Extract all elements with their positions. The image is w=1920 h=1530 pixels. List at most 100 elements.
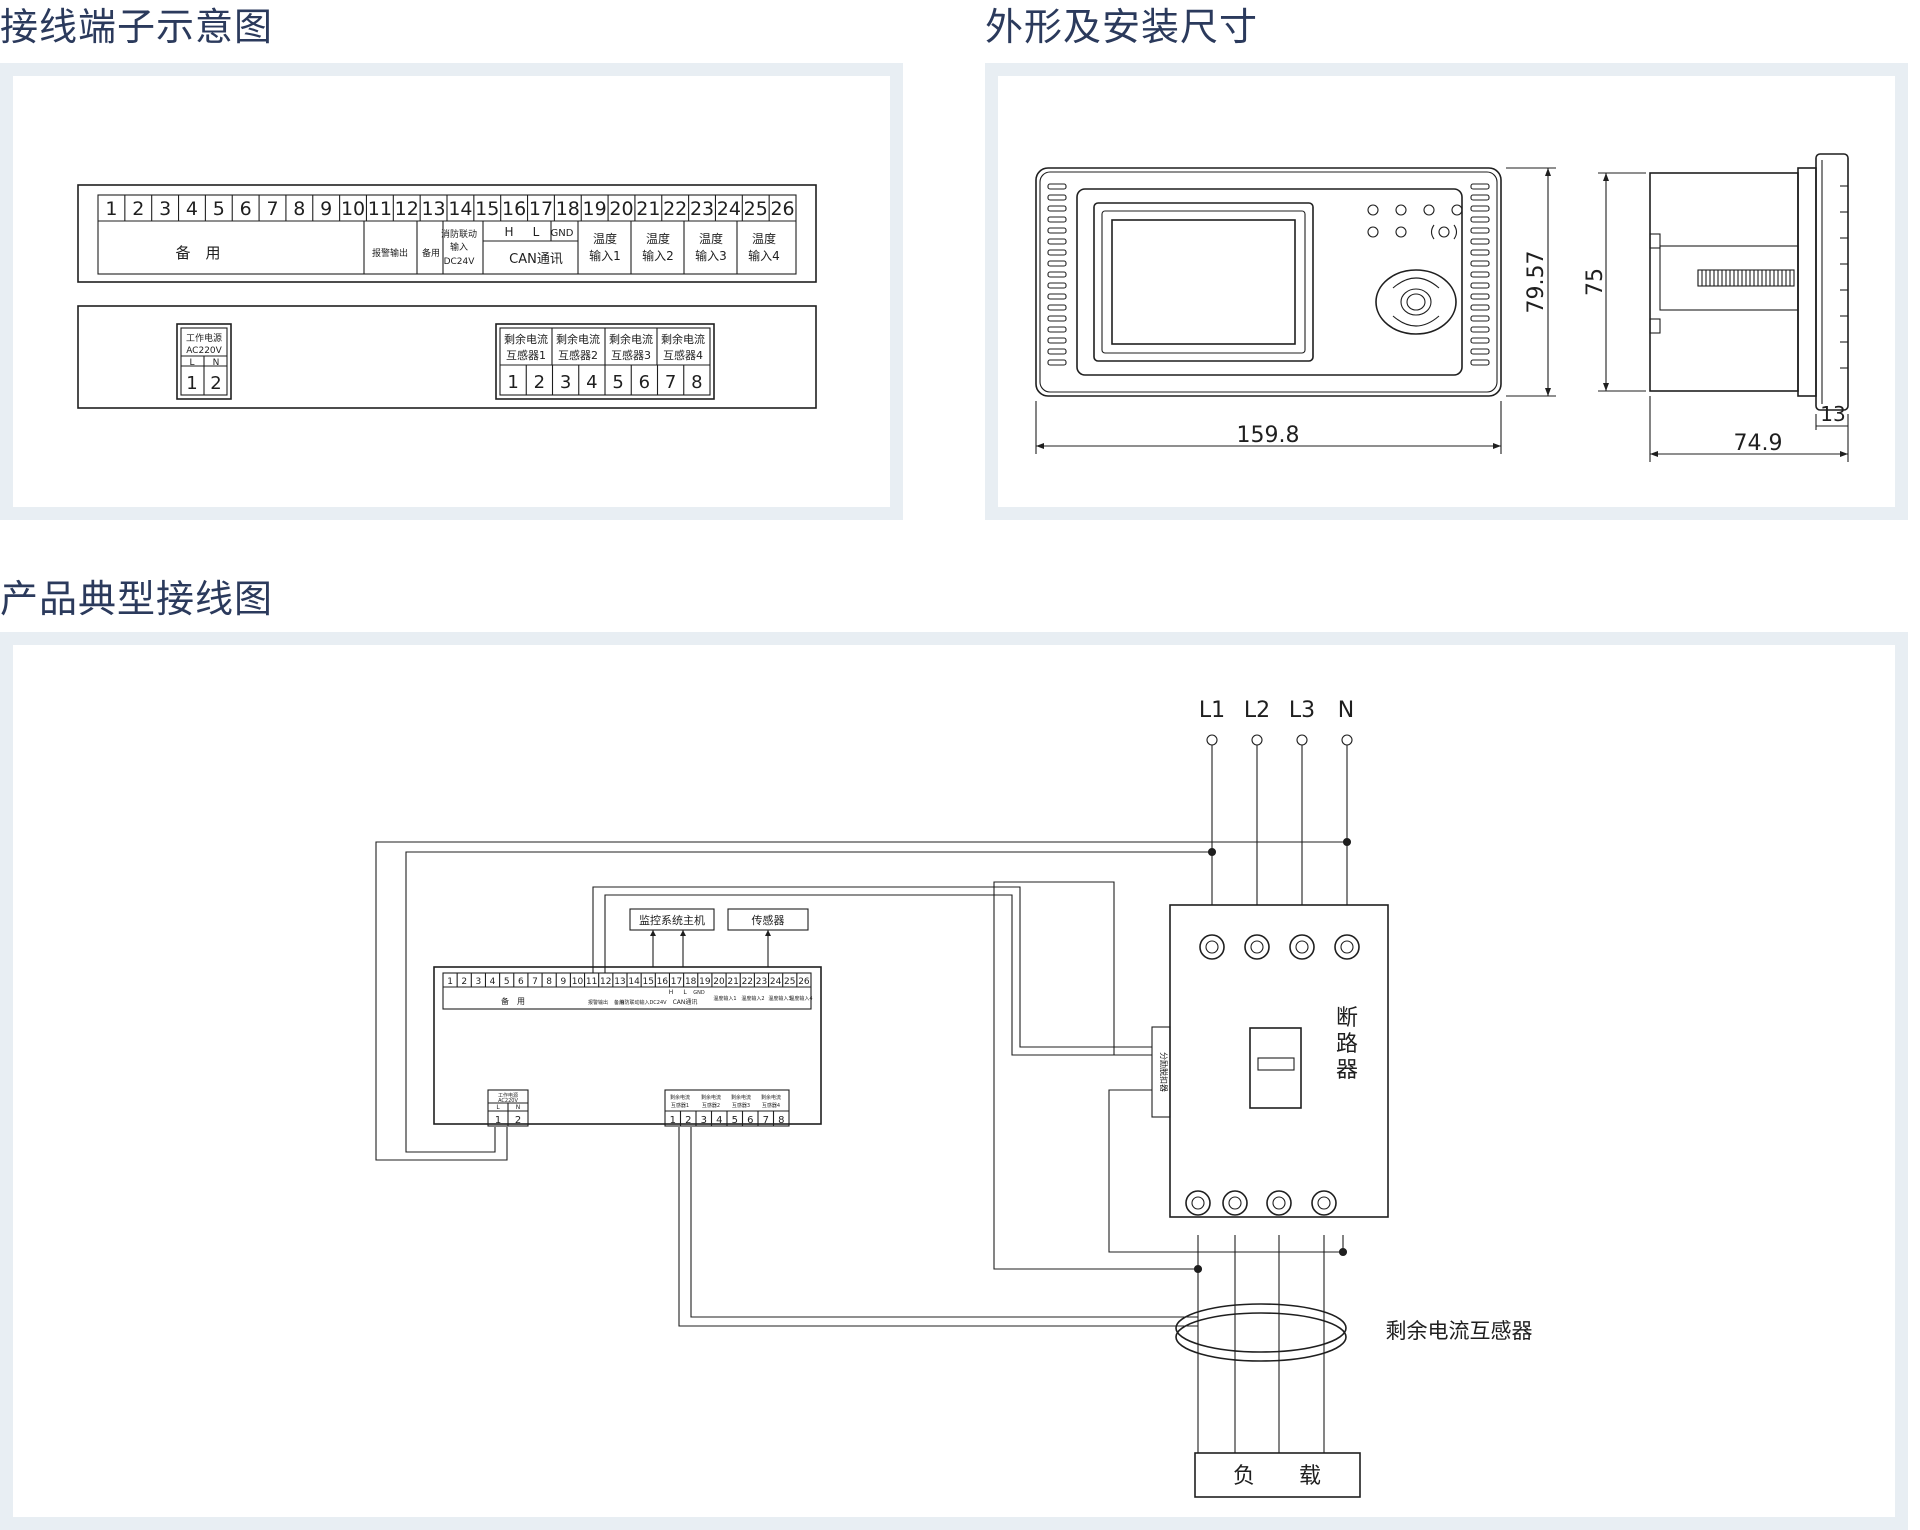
terminal-screw-head <box>1272 1196 1286 1210</box>
terminal-number: 17 <box>529 198 553 220</box>
terminal-screw-head <box>1228 1196 1242 1210</box>
ct-terminal-number: 1 <box>507 372 518 393</box>
terminal-number: 2 <box>132 198 144 220</box>
residual-ct: 剩余电流互感器 <box>1175 1303 1533 1362</box>
power-terminal-1: 1 <box>186 373 197 394</box>
ct3-head: 剩余电流 <box>609 332 653 346</box>
mini-terminal-number: 10 <box>572 977 584 987</box>
mini-temp1-label: 温度输入1 <box>713 995 736 1002</box>
ct4-sub: 互感器4 <box>663 349 703 362</box>
mini-terminal-number: 17 <box>671 977 682 987</box>
terminal-screw <box>1185 1190 1211 1216</box>
terminal-number: 25 <box>744 198 768 220</box>
supply-phases: L1 L2 L3 N <box>1199 698 1354 905</box>
mini-terminal-number: 7 <box>532 977 538 987</box>
mini-gnd-label: GND <box>693 990 705 996</box>
mini-terminal-number: 20 <box>713 977 725 987</box>
mini-temp2-label: 温度输入2 <box>741 995 764 1002</box>
breaker-char-3: 器 <box>1336 1058 1358 1083</box>
terminal-screw <box>1244 934 1270 960</box>
flange-dimension: 13 <box>1815 402 1848 430</box>
width-dimension: 159.8 <box>1035 401 1502 454</box>
mini-terminal-number: 1 <box>447 977 453 987</box>
mini-terminal-number: 8 <box>546 977 552 987</box>
terminal-screw <box>1334 934 1360 960</box>
ct-terminal-number: 4 <box>586 372 597 393</box>
ct-terminal-number: 7 <box>665 372 676 393</box>
mini-h-label: H <box>669 989 674 996</box>
terminal-screw <box>1289 934 1315 960</box>
mini-power-title: 工作电源 <box>498 1092 518 1099</box>
spare2-label: 备用 <box>422 247 440 259</box>
vent-fin <box>1470 183 1490 190</box>
wiring-svg: L1 L2 L3 N <box>375 698 1533 1498</box>
mini-ct4-head: 剩余电流 <box>761 1094 781 1101</box>
terminal-number: 11 <box>368 198 392 220</box>
temp2-label: 温度 <box>646 231 670 246</box>
vent-fin <box>1470 216 1490 223</box>
terminal-number: 26 <box>770 198 794 220</box>
terminal-number: 14 <box>448 198 472 220</box>
mini-temp3-label: 温度输入3 <box>768 995 791 1002</box>
terminal-number: 24 <box>717 198 741 220</box>
neutral-link <box>993 881 1198 1270</box>
side-vent-fins <box>1840 185 1848 369</box>
temp4-label: 温度 <box>752 231 776 246</box>
mini-ct3-head: 剩余电流 <box>731 1094 751 1101</box>
terminal-number: 16 <box>502 198 526 220</box>
terminal-screw-head <box>1317 1196 1331 1210</box>
input1-label: 输入1 <box>589 248 621 263</box>
terminal-number: 15 <box>475 198 499 220</box>
ct-terminal-number: 8 <box>691 372 702 393</box>
ct-terminal-block: 剩余电流 互感器1 剩余电流 互感器2 剩余电流 互感器3 剩余电流 互感器4 … <box>495 323 715 400</box>
mini-terminal-number: 14 <box>628 977 640 987</box>
height-dimension: 79.57 <box>1506 167 1556 397</box>
mini-ct3-sub: 互感器3 <box>732 1102 750 1109</box>
front-view <box>1035 167 1502 397</box>
can-gnd-label: GND <box>551 228 574 239</box>
power-title: 工作电源 <box>186 332 222 344</box>
mini-fire-label: 消防联动输入DC24V <box>619 999 667 1006</box>
mini-terminal-number: 19 <box>699 977 711 987</box>
vent-fin <box>1470 337 1490 344</box>
vent-fin <box>1470 293 1490 300</box>
mini-ct-number: 6 <box>747 1115 753 1126</box>
screw-thread <box>1697 269 1795 287</box>
mini-ct-number: 5 <box>732 1115 738 1126</box>
height-value: 79.57 <box>1524 251 1549 314</box>
mini-ct-number: 3 <box>701 1115 707 1126</box>
mini-terminal-number: 4 <box>490 977 496 987</box>
vent-fin <box>1047 238 1067 245</box>
ct-wires <box>678 1127 1198 1327</box>
vent-fin <box>1047 337 1067 344</box>
dimensions-svg: 159.8 79.57 75 <box>1035 153 1849 462</box>
mini-ct-number: 8 <box>778 1115 784 1126</box>
mini-terminal-number: 6 <box>518 977 524 987</box>
can-comm-label: CAN通讯 <box>509 252 563 267</box>
mini-terminal-number: 13 <box>614 977 625 987</box>
terminal-screw-head <box>1295 940 1309 954</box>
mini-power-t2: 2 <box>515 1115 521 1126</box>
phase-l1-label: L1 <box>1199 698 1225 723</box>
ct-terminal-number: 3 <box>560 372 571 393</box>
can-l-label: L <box>533 225 540 239</box>
mini-alarm-label: 报警输出 <box>588 999 608 1006</box>
power-terminal-2: 2 <box>210 373 221 394</box>
terminal-number: 18 <box>556 198 580 220</box>
left-vent-fins <box>1047 183 1067 366</box>
mini-power-l: L <box>496 1104 500 1111</box>
ct-terminal-number: 2 <box>534 372 545 393</box>
fire-link-label: 消防联动 <box>441 228 477 240</box>
terminal-number: 9 <box>320 198 332 220</box>
vent-fin <box>1470 271 1490 278</box>
mini-power-voltage: AC220V <box>498 1098 518 1104</box>
input4-label: 输入4 <box>748 248 780 263</box>
breaker-char-1: 断 <box>1336 1006 1358 1031</box>
dimensions-title: 外形及安装尺寸 <box>985 5 1259 49</box>
vent-fin <box>1470 194 1490 201</box>
mini-terminal-number: 25 <box>784 977 795 987</box>
ct3-sub: 互感器3 <box>611 349 651 362</box>
mini-terminal-number: 26 <box>798 977 810 987</box>
power-wires <box>375 837 1352 1161</box>
